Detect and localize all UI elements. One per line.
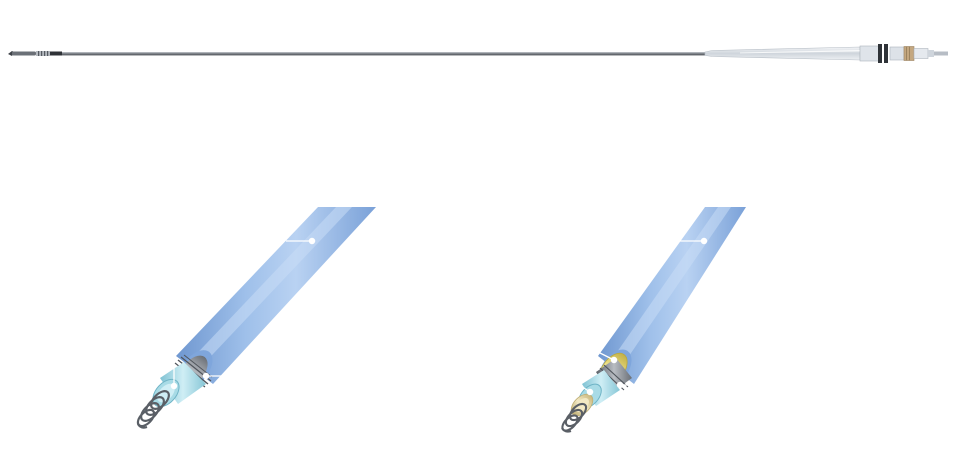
catheter-shaft [62,52,712,56]
proximal-connector [859,44,948,63]
left-inner-coil [136,390,170,429]
right-catheter-cross-section-icon [561,207,746,433]
catheter-device-icon [8,44,948,63]
right-leader-lines [577,237,708,396]
strain-relief-hub [704,46,861,61]
left-catheter-cross-section-icon [136,207,376,429]
distal-tip [8,51,62,56]
right-inner-coil [561,402,588,433]
left-leader-lines [170,237,316,390]
